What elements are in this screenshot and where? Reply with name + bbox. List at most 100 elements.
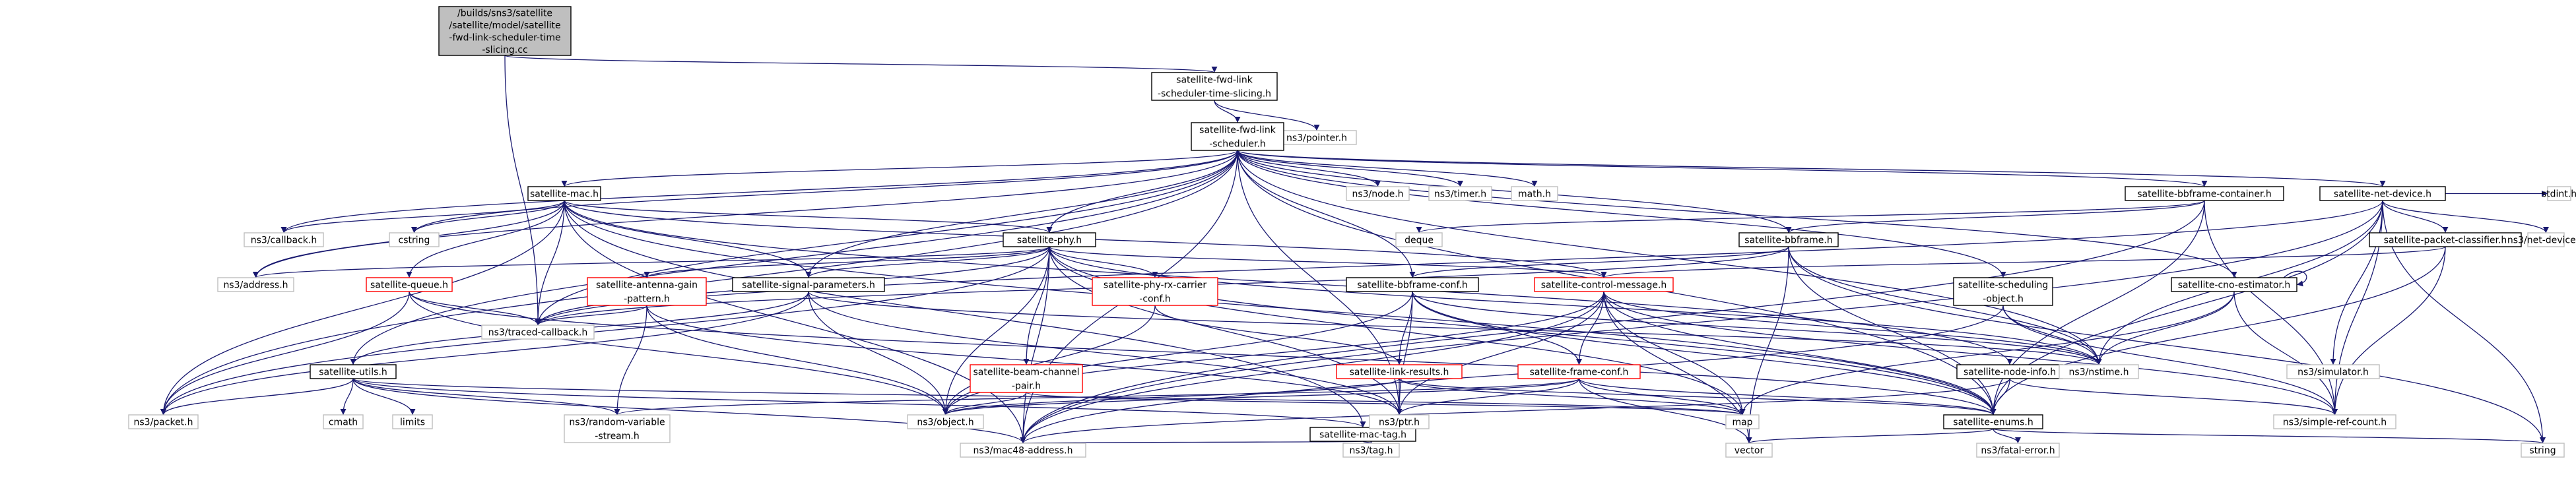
node-traced[interactable]: ns3/traced-callback.h [481, 325, 595, 340]
node-label: ns3/timer.h [1434, 189, 1486, 200]
node-simulator[interactable]: ns3/simulator.h [2286, 364, 2380, 379]
edge-mac_h-to-traced [535, 200, 565, 326]
node-callback[interactable]: ns3/callback.h [244, 232, 324, 247]
node-box [1738, 232, 1839, 247]
node-rxcarrier[interactable]: satellite-phy-rx-carrier-conf.h [1092, 277, 1218, 306]
node-mac48[interactable]: ns3/mac48-address.h [960, 443, 1086, 458]
edge-bbconf-to-frameconf [1412, 291, 1583, 365]
node-phy[interactable]: satellite-phy.h [1003, 232, 1096, 247]
edge-bbcont-to-bbframe [1785, 200, 2205, 233]
edge-sched_h-to-mac_h [561, 150, 1238, 187]
node-box [481, 325, 595, 340]
edge-frameconf-to-randvar [614, 378, 1580, 416]
node-deque[interactable]: deque [1395, 232, 1443, 247]
node-object[interactable]: ns3/object.h [907, 414, 984, 429]
node-cstring[interactable]: cstring [389, 232, 440, 247]
node-queue[interactable]: satellite-queue.h [366, 277, 453, 292]
edge-ctrlmsg-to-ptr [1396, 291, 1604, 416]
node-bbcont[interactable]: satellite-bbframe-container.h [2125, 186, 2284, 201]
edge-phy-to-packet [160, 246, 1050, 416]
node-label: ns3/mac48-address.h [974, 446, 1073, 456]
node-pktcls[interactable]: satellite-packet-classifier.h [2369, 232, 2522, 247]
edge-antenna-to-traced [535, 305, 647, 326]
node-bbconf[interactable]: satellite-bbframe-conf.h [1346, 277, 1479, 292]
node-ptr[interactable]: ns3/ptr.h [1369, 414, 1430, 429]
node-box [310, 364, 397, 379]
node-box [1534, 277, 1674, 292]
edge-beam-to-object [942, 392, 1027, 416]
edge-bbcont-to-simpleref [2204, 200, 2338, 416]
node-label: ns3/node.h [1352, 189, 1403, 200]
node-label: ns3/random-variable [569, 418, 665, 428]
node-box [1191, 122, 1284, 151]
node-box [907, 414, 984, 429]
node-label: map [1732, 418, 1752, 428]
node-box [1092, 277, 1218, 306]
edge-mac_h-to-phy [564, 200, 1053, 233]
edge-frameconf-to-object [942, 378, 1580, 416]
edge-ctrlmsg-to-frameconf [1575, 291, 1604, 365]
node-pointer[interactable]: ns3/pointer.h [1276, 130, 1357, 145]
node-timer[interactable]: ns3/timer.h [1428, 186, 1492, 201]
node-sigparams[interactable]: satellite-signal-parameters.h [732, 277, 885, 292]
node-bbframe[interactable]: satellite-bbframe.h [1738, 232, 1839, 247]
node-address[interactable]: ns3/address.h [217, 277, 294, 292]
edge-netdev-to-enums [1990, 200, 2383, 416]
node-box [366, 277, 453, 292]
node-nstime[interactable]: ns3/nstime.h [2059, 364, 2139, 379]
node-ts_h[interactable]: satellite-fwd-link-scheduler-time-slicin… [1151, 72, 1278, 101]
node-linkres[interactable]: satellite-link-results.h [1336, 364, 1463, 379]
edge-bbframe-to-vector [1746, 246, 1789, 444]
edge-ctrlmsg-to-mac48 [1020, 291, 1604, 444]
node-label: /builds/sns3/satellite [457, 8, 552, 18]
node-box [2319, 186, 2446, 201]
node-sched_h[interactable]: satellite-fwd-link-scheduler.h [1191, 122, 1284, 151]
node-enums[interactable]: satellite-enums.h [1943, 414, 2043, 429]
node-vector[interactable]: vector [1725, 443, 1773, 458]
node-box [2286, 364, 2380, 379]
node-box [323, 414, 364, 429]
node-label: string [2529, 446, 2556, 456]
edge-frameconf-to-enums [1578, 378, 1997, 416]
node-box [960, 443, 1086, 458]
node-box [2521, 443, 2565, 458]
edge-phy-to-rxcarrier [1049, 246, 1158, 278]
node-randvar[interactable]: ns3/random-variable-stream.h [564, 414, 671, 443]
node-stdint[interactable]: stdint.h [2542, 186, 2576, 201]
node-label: stdint.h [2542, 189, 2576, 200]
node-box [1976, 443, 2060, 458]
node-math[interactable]: math.h [1511, 186, 1558, 201]
node-label: ns3/traced-callback.h [488, 328, 588, 338]
node-nodeinfo[interactable]: satellite-node-info.h [1956, 364, 2063, 379]
node-schedobj[interactable]: satellite-scheduling-object.h [1953, 277, 2053, 306]
node-cno[interactable]: satellite-cno-estimator.h [2171, 277, 2297, 292]
node-antenna[interactable]: satellite-antenna-gain-pattern.h [587, 277, 707, 306]
node-nsnetdev[interactable]: ns3/net-device.h [2507, 232, 2576, 247]
node-ctrlmsg[interactable]: satellite-control-message.h [1534, 277, 1674, 292]
edge-sched_h-to-cno [1237, 150, 2237, 278]
node-mactag[interactable]: satellite-mac-tag.h [1309, 427, 1416, 442]
node-box [389, 232, 440, 247]
edge-phy-to-object [942, 246, 1050, 416]
node-node_h[interactable]: ns3/node.h [1346, 186, 1410, 201]
node-limits[interactable]: limits [392, 414, 433, 429]
node-simpleref[interactable]: ns3/simple-ref-count.h [2273, 414, 2396, 429]
node-mac_h[interactable]: satellite-mac.h [527, 186, 601, 201]
node-tag[interactable]: ns3/tag.h [1342, 443, 1400, 458]
edge-pktcls-to-enums [1990, 246, 2446, 416]
node-frameconf[interactable]: satellite-frame-conf.h [1517, 364, 1641, 379]
node-string[interactable]: string [2521, 443, 2565, 458]
node-box [2125, 186, 2284, 201]
node-beam[interactable]: satellite-beam-channel-pair.h [970, 364, 1083, 393]
node-map[interactable]: map [1725, 414, 1760, 429]
node-cmath[interactable]: cmath [323, 414, 364, 429]
edge-ts_h-to-pointer [1214, 100, 1320, 131]
edge-sched_h-to-math [1237, 150, 1538, 187]
node-utils[interactable]: satellite-utils.h [310, 364, 397, 379]
node-fatal[interactable]: ns3/fatal-error.h [1976, 443, 2060, 458]
edge-root-to-ts_h [504, 55, 1217, 73]
node-netdev[interactable]: satellite-net-device.h [2319, 186, 2446, 201]
node-packet[interactable]: ns3/packet.h [128, 414, 199, 429]
node-label: ns3/simple-ref-count.h [2283, 418, 2387, 428]
node-label: /satellite/model/satellite [449, 20, 560, 31]
